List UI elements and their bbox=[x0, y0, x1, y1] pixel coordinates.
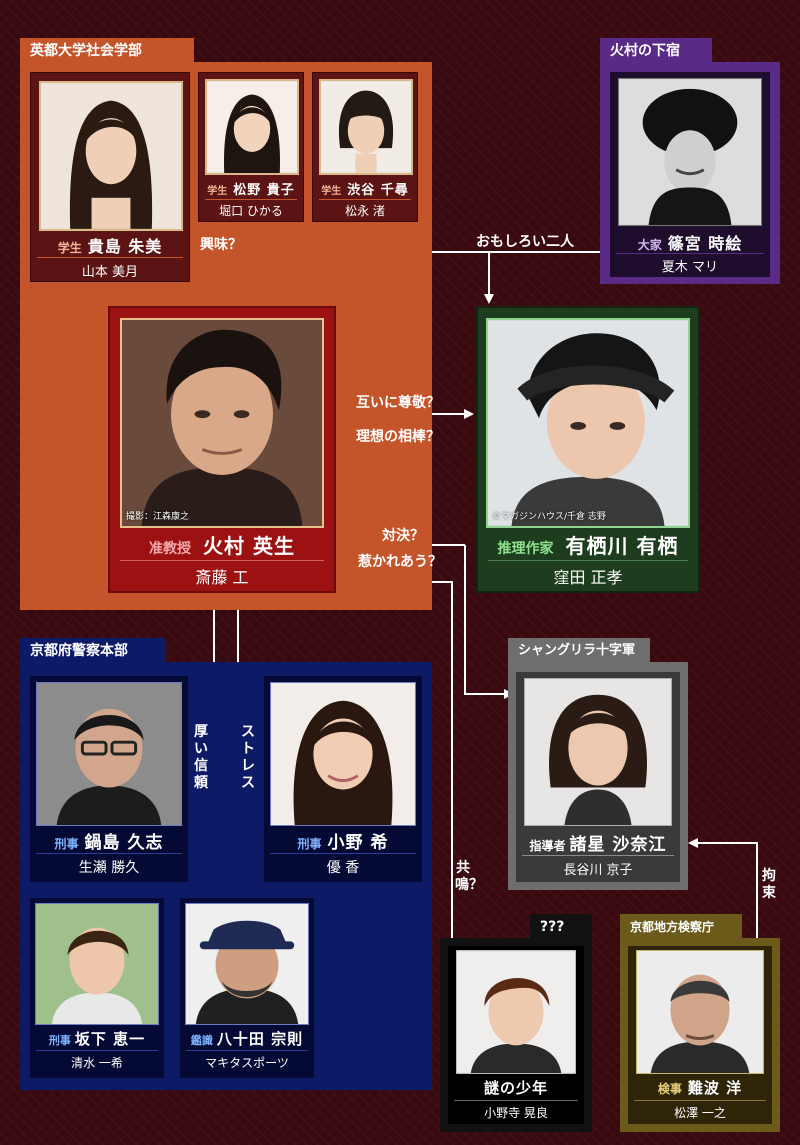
photo-kijima bbox=[39, 81, 183, 231]
card-boy[interactable]: 謎の少年 小野寺 晃良 bbox=[448, 946, 584, 1124]
rel-resonate: 共鳴？ bbox=[455, 860, 483, 893]
photo-himura: 撮影：江森康之 bbox=[120, 318, 324, 528]
name-shinomiya: 篠宮 時絵 bbox=[667, 234, 743, 253]
group-police-tab: 京都府警察本部 bbox=[20, 638, 166, 662]
card-matsuno[interactable]: 学生松野 貴子 堀口 ひかる bbox=[198, 72, 304, 222]
name-ono: 小野 希 bbox=[327, 833, 389, 853]
rel-trust: 厚い信頼 bbox=[194, 724, 208, 791]
card-shibuya[interactable]: 学生渋谷 千尋 松永 渚 bbox=[312, 72, 418, 222]
rel-funny-pair: おもしろい二人 bbox=[476, 234, 574, 250]
group-shangri-tab: シャングリラ十字軍 bbox=[508, 638, 650, 662]
name-himura: 火村 英生 bbox=[203, 534, 295, 558]
actor-nabeshima: 生瀬 勝久 bbox=[78, 860, 140, 876]
actor-boy: 小野寺 晃良 bbox=[484, 1106, 548, 1120]
rel-ideal: 理想の相棒？ bbox=[356, 429, 440, 445]
rel-respect: 互いに尊敬？ bbox=[356, 395, 440, 411]
arrow-restraint bbox=[688, 838, 758, 945]
name-boy: 謎の少年 bbox=[483, 1079, 548, 1097]
actor-shinomiya: 夏木 マリ bbox=[661, 260, 719, 275]
photo-boy bbox=[456, 950, 576, 1074]
card-himura[interactable]: 撮影：江森康之 准教授火村 英生 斎藤 工 bbox=[108, 306, 336, 593]
photo-nabeshima bbox=[36, 682, 182, 826]
role-moroboshi: 指導者 bbox=[529, 839, 566, 853]
name-moroboshi: 諸星 沙奈江 bbox=[569, 835, 667, 855]
name-nabeshima: 鍋島 久志 bbox=[84, 833, 164, 853]
group-university-tab: 英都大学社会学部 bbox=[20, 38, 194, 62]
photo-shibuya bbox=[319, 79, 413, 175]
credit-arisugawa: ©マガジンハウス/千倉 志野 bbox=[492, 512, 606, 522]
photo-yasoda bbox=[185, 903, 309, 1025]
actor-yasoda: マキタスポーツ bbox=[205, 1056, 289, 1070]
card-kijima[interactable]: 学生貴島 朱美 山本 美月 bbox=[30, 72, 190, 282]
photo-arisugawa: ©マガジンハウス/千倉 志野 bbox=[486, 318, 690, 528]
arrow-confront bbox=[464, 545, 514, 699]
card-sakashita[interactable]: 刑事坂下 恵一 清水 一希 bbox=[30, 898, 164, 1078]
role-yasoda: 鑑識 bbox=[190, 1034, 213, 1047]
role-shinomiya: 大家 bbox=[637, 238, 662, 252]
actor-sakashita: 清水 一希 bbox=[71, 1056, 123, 1070]
card-nabeshima[interactable]: 刑事鍋島 久志 生瀬 勝久 bbox=[30, 676, 188, 882]
name-shibuya: 渋谷 千尋 bbox=[347, 183, 409, 198]
name-kijima: 貴島 朱美 bbox=[87, 237, 163, 256]
rel-confront: 対決？ bbox=[382, 528, 424, 544]
group-boarding-tab: 火村の下宿 bbox=[600, 38, 712, 62]
photo-shinomiya bbox=[618, 78, 762, 226]
group-prosecutor-tab: 京都地方検察庁 bbox=[620, 914, 742, 938]
card-arisugawa[interactable]: ©マガジンハウス/千倉 志野 推理作家有栖川 有栖 窪田 正孝 bbox=[476, 306, 700, 593]
name-sakashita: 坂下 恵一 bbox=[74, 1030, 146, 1048]
name-namba: 難波 洋 bbox=[687, 1079, 743, 1097]
name-arisugawa: 有栖川 有栖 bbox=[565, 534, 679, 558]
actor-moroboshi: 長谷川 京子 bbox=[563, 863, 633, 878]
role-himura: 准教授 bbox=[149, 541, 192, 557]
actor-ono: 優 香 bbox=[326, 860, 360, 876]
group-mystery-tab: ??? bbox=[530, 914, 592, 938]
rel-attract: 惹かれあう？ bbox=[358, 554, 442, 570]
role-namba: 検事 bbox=[657, 1082, 682, 1096]
role-ono: 刑事 bbox=[297, 837, 322, 851]
credit-himura: 撮影：江森康之 bbox=[126, 512, 190, 522]
card-shinomiya[interactable]: 大家篠宮 時絵 夏木 マリ bbox=[610, 72, 770, 277]
rel-stress: ストレス bbox=[241, 724, 255, 791]
actor-arisugawa: 窪田 正孝 bbox=[553, 568, 623, 587]
role-matsuno: 学生 bbox=[207, 186, 228, 197]
actor-shibuya: 松永 渚 bbox=[345, 204, 385, 218]
role-nabeshima: 刑事 bbox=[54, 837, 79, 851]
name-yasoda: 八十田 宗則 bbox=[216, 1030, 304, 1048]
actor-kijima: 山本 美月 bbox=[81, 265, 139, 280]
role-arisugawa: 推理作家 bbox=[497, 541, 554, 557]
photo-matsuno bbox=[205, 79, 299, 175]
card-ono[interactable]: 刑事小野 希 優 香 bbox=[264, 676, 422, 882]
name-matsuno: 松野 貴子 bbox=[233, 183, 295, 198]
photo-ono bbox=[270, 682, 416, 826]
rel-restraint: 拘束 bbox=[762, 868, 776, 901]
card-moroboshi[interactable]: 指導者諸星 沙奈江 長谷川 京子 bbox=[516, 672, 680, 882]
card-namba[interactable]: 検事難波 洋 松澤 一之 bbox=[628, 946, 772, 1124]
photo-moroboshi bbox=[524, 678, 672, 826]
role-kijima: 学生 bbox=[57, 241, 82, 255]
card-yasoda[interactable]: 鑑識八十田 宗則 マキタスポーツ bbox=[180, 898, 314, 1078]
actor-namba: 松澤 一之 bbox=[674, 1106, 726, 1120]
actor-matsuno: 堀口 ひかる bbox=[219, 204, 283, 218]
role-shibuya: 学生 bbox=[321, 186, 342, 197]
actor-himura: 斎藤 工 bbox=[195, 568, 249, 587]
photo-sakashita bbox=[35, 903, 159, 1025]
role-sakashita: 刑事 bbox=[48, 1034, 71, 1047]
photo-namba bbox=[636, 950, 764, 1074]
rel-interest: 興味？ bbox=[200, 237, 242, 253]
